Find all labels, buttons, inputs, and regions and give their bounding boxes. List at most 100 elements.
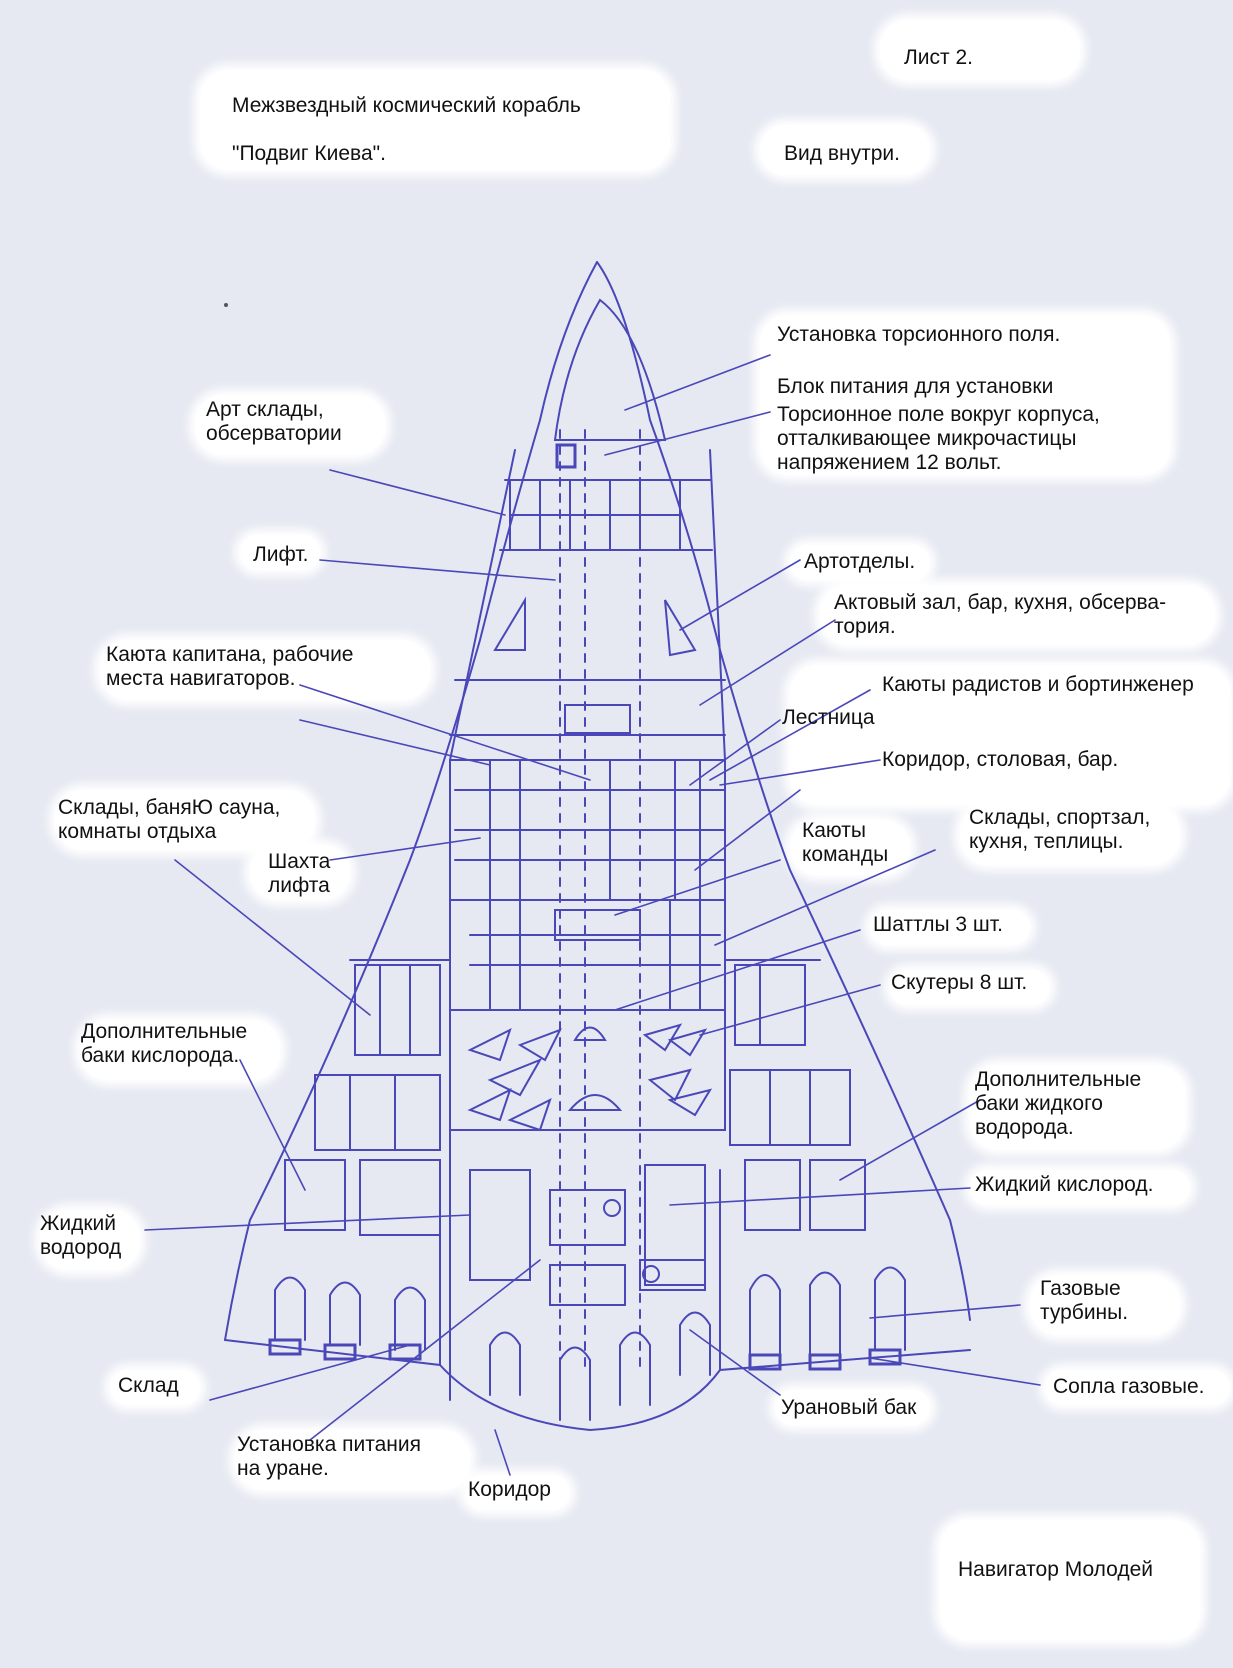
highlight-blob	[40, 1210, 140, 1270]
nose-interior	[553, 298, 667, 441]
label-gas-nozzles: Сопла газовые.	[1053, 1375, 1205, 1398]
tank	[639, 1259, 706, 1291]
label-art-stores: Арт склады,обсерватории	[206, 398, 342, 445]
scooter-sketch	[642, 1023, 713, 1117]
outer-hull	[224, 261, 598, 1341]
label-corridor: Коридор	[468, 1478, 551, 1501]
tank	[744, 1159, 801, 1231]
label-power-block: Блок питания для установки	[777, 375, 1054, 398]
highlight-blob	[940, 1520, 1200, 1640]
tank	[469, 1169, 531, 1281]
art-triangle	[664, 599, 697, 657]
label-stairs: Лестница	[782, 706, 875, 729]
label-art-depts: Артотделы.	[804, 550, 916, 573]
tank	[734, 964, 806, 1046]
tank	[314, 1074, 441, 1151]
highlight-blob	[890, 970, 1050, 1005]
reactor-symbol	[603, 1199, 621, 1217]
label-stores-gym: Склады, спортзал,кухня, теплицы.	[969, 806, 1151, 853]
highlight-blob	[100, 640, 430, 700]
reactor-symbol	[642, 1265, 660, 1283]
art-triangle	[493, 596, 526, 651]
outer-hull	[596, 261, 971, 1321]
highlight-blob	[240, 535, 320, 570]
highlight-blob	[760, 125, 930, 175]
highlight-blob	[790, 545, 930, 580]
label-corridor-mess: Коридор, столовая, бар.	[882, 748, 1119, 771]
highlight-blob	[55, 790, 315, 850]
nozzle	[268, 1338, 302, 1356]
highlight-blob	[80, 1020, 280, 1080]
engine	[619, 1331, 651, 1406]
bottom-hull	[224, 1339, 971, 1432]
tank	[549, 1264, 626, 1306]
highlight-blob	[870, 910, 1030, 945]
tank	[729, 1069, 851, 1146]
highlight-blob	[465, 1475, 570, 1510]
highlight-blob	[790, 665, 1230, 805]
highlight-blob	[250, 845, 350, 900]
shuttle-sketch	[467, 1088, 552, 1132]
tank	[644, 1164, 706, 1286]
label-lift: Лифт.	[253, 543, 309, 566]
highlight-blob	[760, 315, 1170, 475]
engine	[749, 1274, 781, 1361]
highlight-blob	[880, 20, 1080, 80]
drawing-title: Межзвездный космический корабль	[232, 94, 581, 117]
author-signature: Навигатор Молодей	[958, 1558, 1154, 1581]
tank	[354, 964, 441, 1056]
tank	[809, 1159, 866, 1231]
label-hall: Актовый зал, бар, кухня, обсерва-тория.	[834, 591, 1167, 638]
highlight-blob	[970, 1065, 1185, 1150]
view-caption: Вид внутри.	[784, 142, 900, 165]
highlight-blob	[790, 820, 910, 875]
highlight-blob	[960, 805, 1180, 865]
tank	[284, 1159, 346, 1231]
tank	[359, 1159, 441, 1236]
lift-car	[555, 443, 577, 469]
highlight-blob	[970, 1170, 1190, 1205]
engine	[809, 1271, 841, 1361]
deck-grid	[449, 899, 726, 1011]
highlight-blob	[775, 1390, 930, 1425]
highlight-blob	[820, 585, 1215, 645]
tank	[549, 1189, 626, 1246]
leader-lines	[144, 354, 1041, 1476]
label-torsion-desc: Торсионное поле вокруг корпуса,отталкива…	[777, 403, 1100, 474]
engine	[679, 1311, 711, 1376]
ship-name: "Подвиг Киева".	[232, 142, 386, 165]
highlight-blob	[200, 70, 670, 170]
engine	[489, 1331, 521, 1396]
sheet-number: Лист 2.	[904, 46, 973, 69]
engine	[329, 1281, 361, 1346]
label-uranium-tank: Урановый бак	[781, 1396, 917, 1419]
highlight-blob	[110, 1370, 200, 1405]
nozzle	[388, 1343, 422, 1361]
label-stores-sauna: Склады, баняЮ сауна,комнаты отдыха	[58, 796, 281, 843]
label-torsion-unit: Установка торсионного поля.	[777, 323, 1061, 346]
label-liquid-oxygen: Жидкий кислород.	[975, 1173, 1154, 1196]
label-shuttles: Шаттлы 3 шт.	[873, 913, 1003, 936]
engine	[274, 1276, 306, 1341]
engine	[874, 1266, 906, 1351]
highlight-blob	[195, 395, 385, 455]
dome-sketch	[567, 1026, 623, 1111]
label-store: Склад	[118, 1374, 179, 1397]
highlight-blob	[235, 1430, 470, 1490]
shuttle-sketch	[467, 1028, 563, 1097]
nozzle	[748, 1353, 782, 1371]
highlight-blob	[1045, 1370, 1230, 1405]
label-radio-cabins: Каюты радистов и бортинженер	[882, 673, 1194, 696]
label-scooters: Скутеры 8 шт.	[891, 971, 1028, 994]
engine	[559, 1346, 591, 1421]
